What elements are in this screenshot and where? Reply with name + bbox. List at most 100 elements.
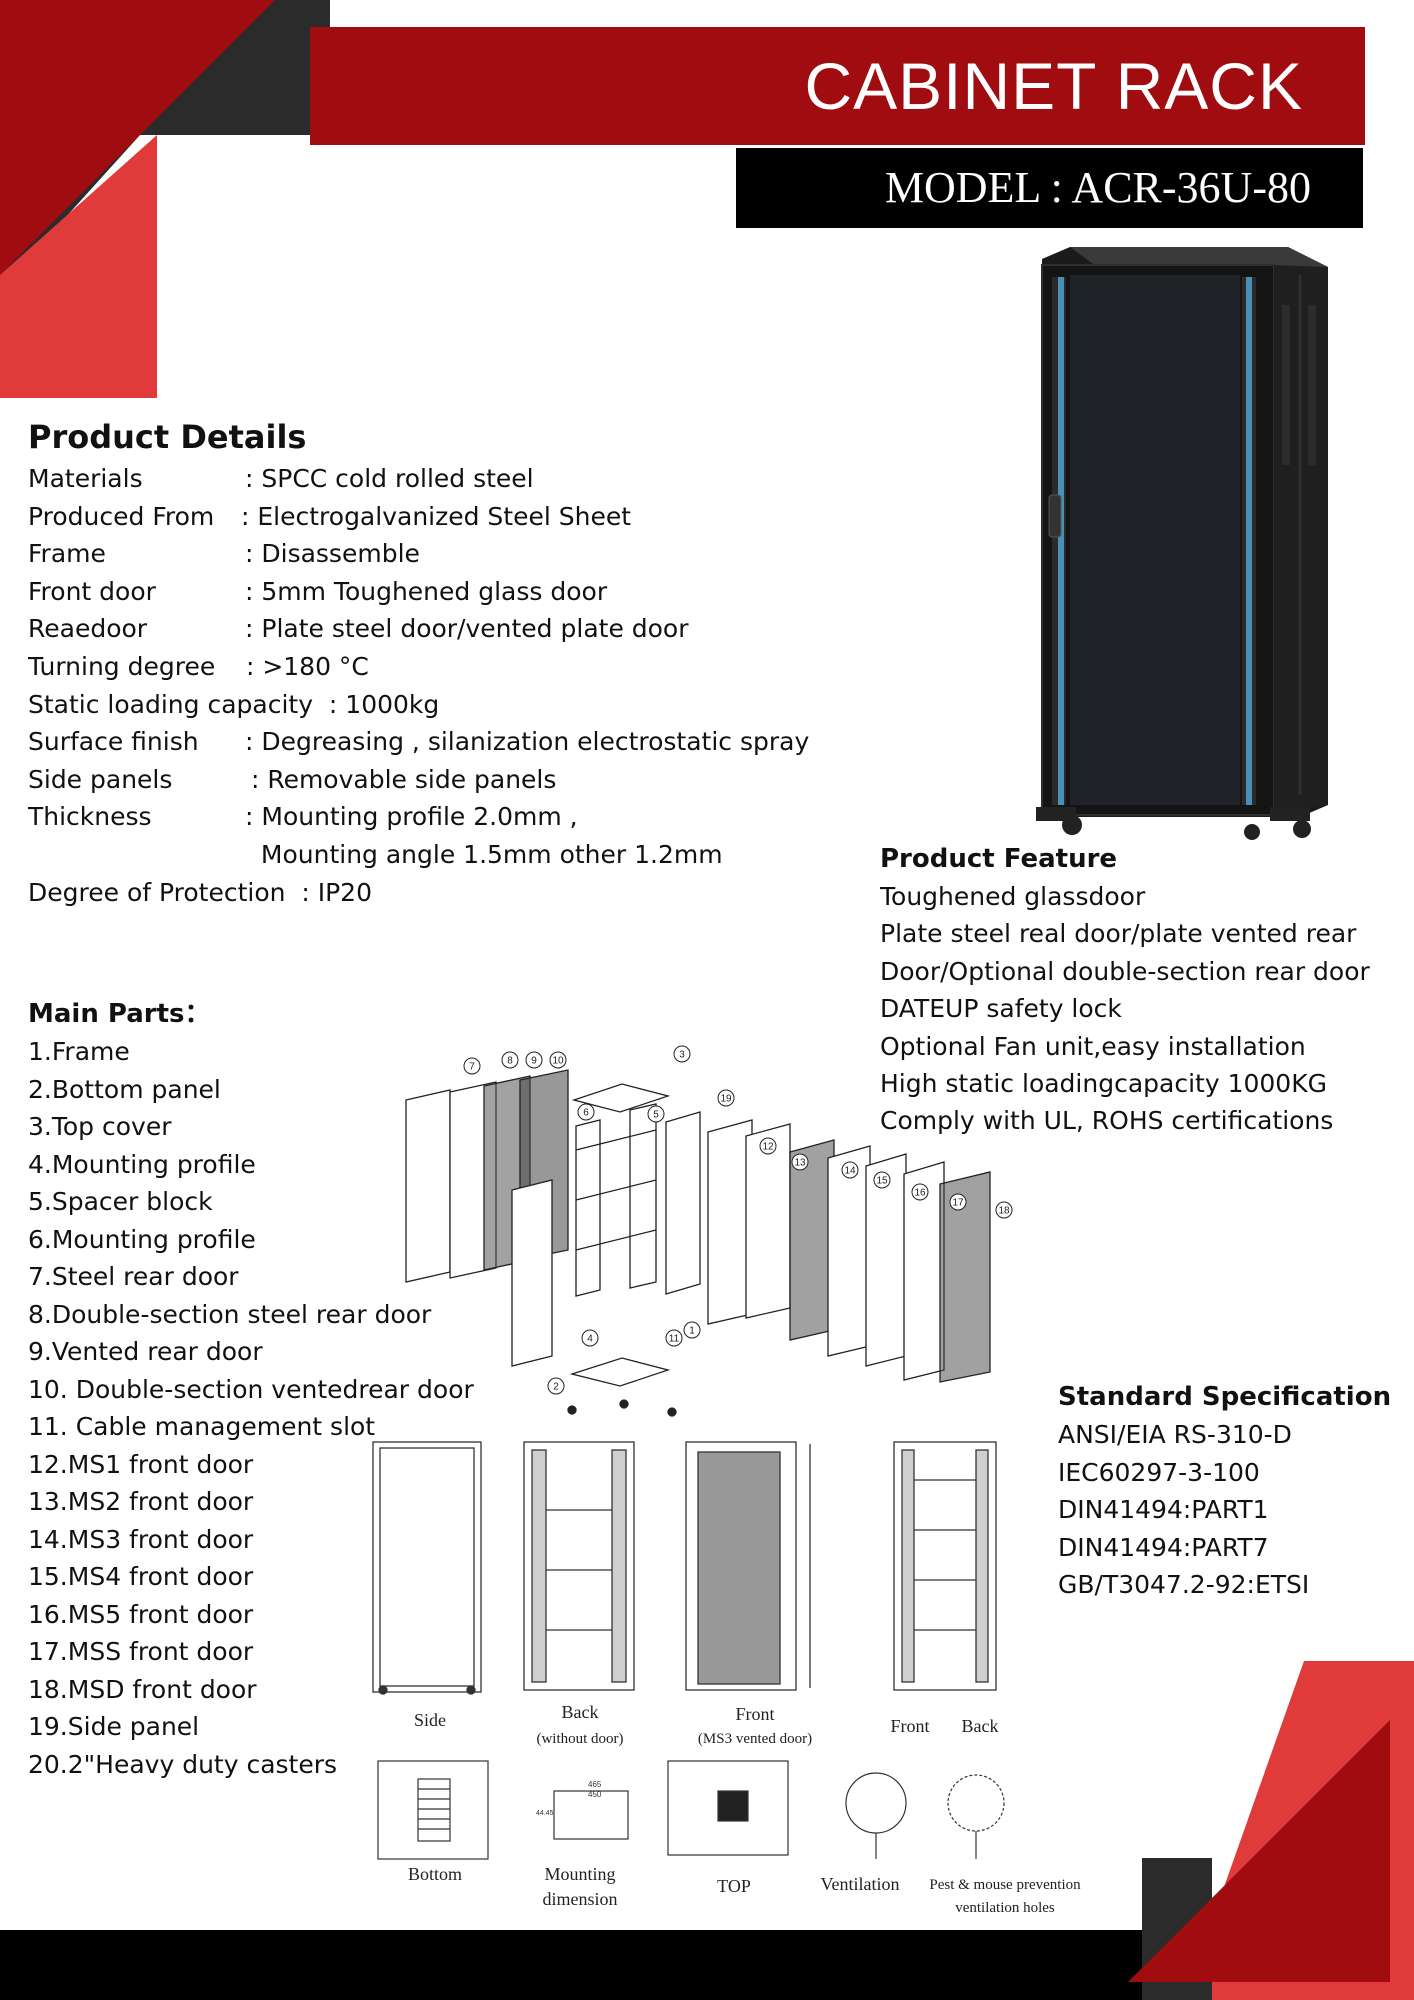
dimension-450: 450 xyxy=(588,1790,602,1799)
callout-17: 17 xyxy=(952,1198,964,1209)
product-feature-heading: Product Feature xyxy=(880,844,1118,874)
spec-item: DIN41494:PART1 xyxy=(1058,1495,1269,1524)
detail-row: Frame: Disassemble xyxy=(28,535,868,573)
label-pest-prevention: Pest & mouse prevention xyxy=(929,1877,1081,1893)
product-details-section: Product Details Materials : SPCC cold rol… xyxy=(28,418,868,911)
corner-decoration-bottom-right xyxy=(1128,1661,1414,2000)
part-item: 1.Frame xyxy=(28,1037,130,1066)
feature-item: High static loadingcapacity 1000KG xyxy=(880,1069,1327,1099)
detail-value: : Disassemble xyxy=(245,539,420,569)
view-note-front: (MS3 vented door) xyxy=(697,1731,813,1747)
callout-5: 5 xyxy=(653,1110,659,1121)
part-item: 14.MS3 front door xyxy=(28,1524,254,1554)
product-details-heading: Product Details xyxy=(28,418,307,456)
feature-item: Plate steel real door/plate vented rear xyxy=(880,919,1357,949)
bottom-views-diagram: 465 450 44.45 xyxy=(377,1760,1005,1860)
detail-value: : 1000kg xyxy=(320,689,440,719)
label-mounting: Mounting xyxy=(544,1864,616,1884)
part-item: 20.2"Heavy duty casters xyxy=(28,1749,338,1779)
main-parts-heading: Main Parts： xyxy=(28,999,211,1029)
callout-12: 12 xyxy=(762,1142,774,1153)
part-item: 9.Vented rear door xyxy=(28,1337,263,1366)
callout-3: 3 xyxy=(679,1050,685,1061)
detail-row: Surface finish : Degreasing , silanizatio… xyxy=(28,723,868,761)
part-item: 13.MS2 front door xyxy=(28,1487,254,1516)
detail-value: : Degreasing , silanization electrostati… xyxy=(245,727,810,757)
callout-1: 1 xyxy=(689,1326,695,1337)
part-item: 6.Mounting profile xyxy=(28,1224,256,1254)
callout-14: 14 xyxy=(844,1166,856,1177)
callout-15: 15 xyxy=(876,1176,888,1187)
detail-row: Reaedoor : Plate steel door/vented plate … xyxy=(28,610,868,648)
callout-16: 16 xyxy=(914,1188,926,1199)
callout-13: 13 xyxy=(794,1158,806,1169)
spec-item: GB/T3047.2-92:ETSI xyxy=(1058,1570,1310,1599)
detail-row: Thickness : Mounting profile 2.0mm , xyxy=(28,798,868,836)
detail-value: : 5mm Toughened glass door xyxy=(245,576,608,606)
cabinet-views-diagram xyxy=(372,1441,997,1695)
callout-19: 19 xyxy=(720,1094,732,1105)
spec-item: DIN41494:PART7 xyxy=(1058,1532,1269,1562)
title-banner: CABINET RACK xyxy=(310,27,1365,145)
detail-label: Materials xyxy=(28,464,143,493)
view-label-front: Front xyxy=(735,1704,775,1724)
detail-value: : Electrogalvanized Steel Sheet xyxy=(241,501,632,531)
detail-label: Front door xyxy=(28,576,156,606)
view-label-back-2: Back xyxy=(961,1716,999,1736)
feature-item: Door/Optional double-section rear door xyxy=(880,956,1370,986)
detail-row: Degree of Protection : IP20 xyxy=(28,874,868,912)
callout-10: 10 xyxy=(552,1056,564,1067)
detail-label: Surface finish xyxy=(28,727,199,757)
standard-specification-section: Standard Specification ANSI/EIA RS-310-D… xyxy=(1058,1378,1408,1604)
spec-item: ANSI/EIA RS-310-D xyxy=(1058,1420,1292,1449)
callout-7: 7 xyxy=(469,1062,475,1073)
detail-label: Turning degree xyxy=(28,651,224,681)
spec-item: IEC60297-3-100 xyxy=(1058,1457,1260,1487)
detail-label: Reaedoor xyxy=(28,614,148,644)
detail-value: : Removable side panels xyxy=(243,764,557,794)
label-top: TOP xyxy=(717,1876,751,1896)
product-feature-section: Product Feature Toughened glassdoor Plat… xyxy=(880,840,1410,1140)
model-banner: MODEL : ACR-36U-80 xyxy=(736,148,1363,228)
callout-18: 18 xyxy=(998,1206,1010,1217)
part-item: 7.Steel rear door xyxy=(28,1262,239,1291)
exploded-parts-diagram: 7 8 9 10 3 6 5 19 12 13 14 15 16 17 18 4… xyxy=(405,1045,1013,1417)
detail-row: Produced From : Electrogalvanized Steel … xyxy=(28,498,868,536)
part-item: 16.MS5 front door xyxy=(28,1599,254,1629)
detail-label: Side panels xyxy=(28,764,173,794)
callout-4: 4 xyxy=(587,1334,593,1345)
feature-item: Toughened glassdoor xyxy=(880,882,1146,911)
callout-8: 8 xyxy=(507,1056,513,1067)
view-label-side: Side xyxy=(413,1710,446,1730)
callout-2: 2 xyxy=(553,1382,559,1393)
detail-value: : Plate steel door/vented plate door xyxy=(245,614,689,644)
detail-value: : Mounting profile 2.0mm , xyxy=(245,802,578,832)
feature-item: DATEUP safety lock xyxy=(880,994,1122,1024)
label-ventilation-holes: ventilation holes xyxy=(955,1900,1055,1916)
view-note-back: (without door) xyxy=(536,1731,624,1747)
detail-value: Mounting angle 1.5mm other 1.2mm xyxy=(245,839,723,869)
page-title: CABINET RACK xyxy=(804,49,1303,123)
model-number: MODEL : ACR-36U-80 xyxy=(884,163,1311,212)
feature-item: Optional Fan unit,easy installation xyxy=(880,1031,1306,1061)
part-item: 8.Double-section steel rear door xyxy=(28,1299,432,1329)
detail-row: Side panels : Removable side panels xyxy=(28,761,868,799)
part-item: 17.MSS front door xyxy=(28,1637,254,1666)
detail-value: : IP20 xyxy=(293,877,372,907)
detail-value: : SPCC cold rolled steel xyxy=(245,464,534,493)
detail-row: Mounting angle 1.5mm other 1.2mm xyxy=(28,836,868,874)
part-item: 11. Cable management slot xyxy=(28,1412,376,1441)
part-item: 2.Bottom panel xyxy=(28,1074,221,1104)
detail-label: Produced From xyxy=(28,501,223,531)
label-ventilation: Ventilation xyxy=(820,1874,900,1894)
detail-label xyxy=(28,836,245,874)
view-label-front-2: Front xyxy=(890,1716,930,1736)
detail-row: Turning degree : >180 °C xyxy=(28,648,868,686)
standard-specification-heading: Standard Specification xyxy=(1058,1382,1392,1412)
detail-row: Materials : SPCC cold rolled steel xyxy=(28,460,868,498)
detail-value: : >180 °C xyxy=(238,651,369,681)
part-item: 10. Double-section ventedrear door xyxy=(28,1374,474,1404)
detail-label: Thickness xyxy=(28,802,152,832)
dimension-465: 465 xyxy=(588,1780,602,1789)
part-item: 19.Side panel xyxy=(28,1712,200,1741)
